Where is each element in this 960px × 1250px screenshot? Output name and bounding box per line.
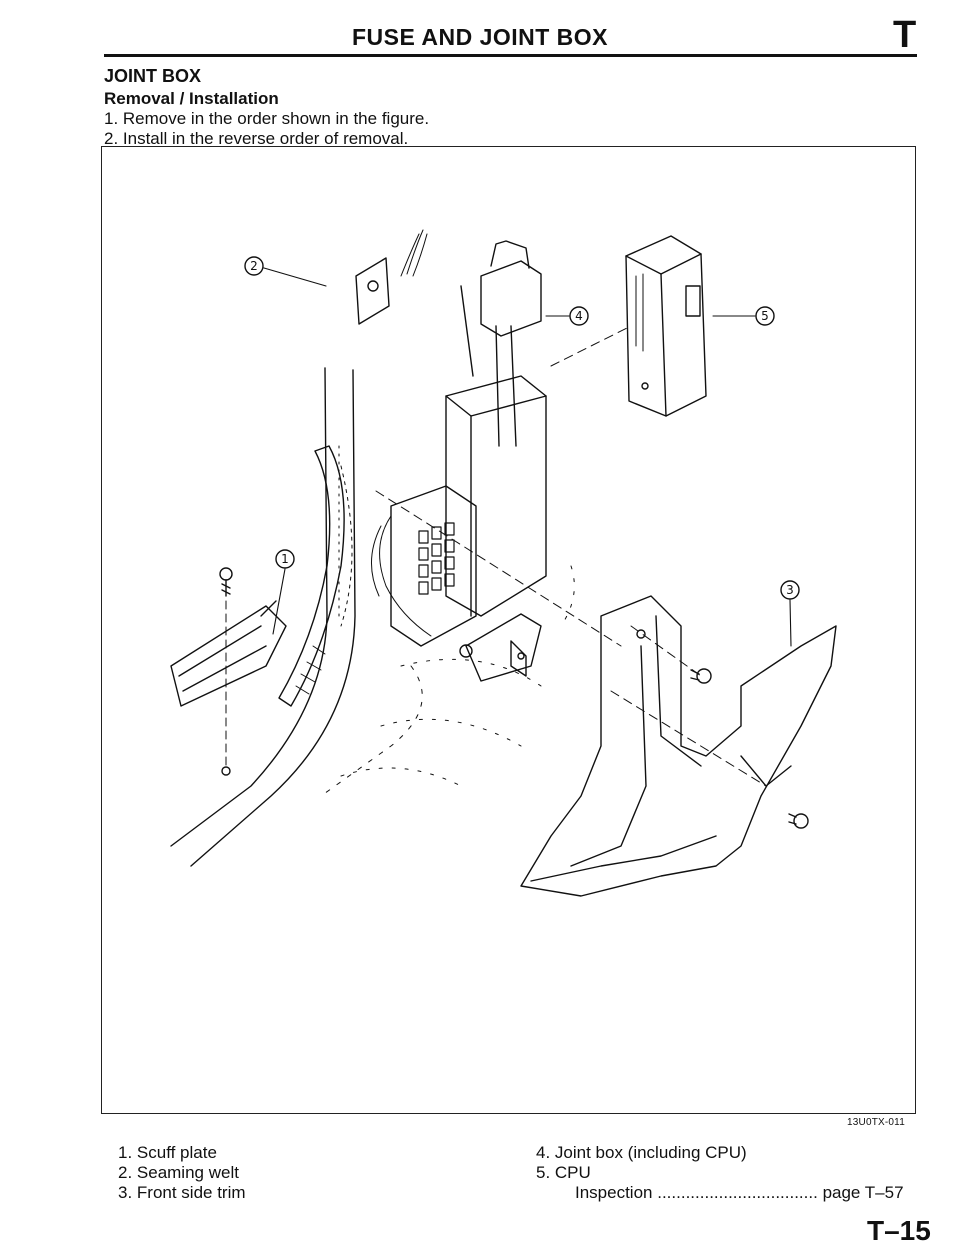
scuff-plate: [170, 600, 287, 707]
part-item-3: 3. Front side trim: [118, 1183, 246, 1202]
door-pillar: [170, 367, 423, 867]
parts-list-left: 1. Scuff plate 2. Seaming welt 3. Front …: [118, 1143, 246, 1203]
step-2: 2. Install in the reverse order of remov…: [104, 129, 409, 148]
inspection-reference: Inspection .............................…: [575, 1183, 904, 1203]
section-title: JOINT BOX: [104, 66, 202, 86]
exploded-view-illustration: 1 2 3 4 5: [170, 229, 837, 897]
step-1: 1. Remove in the order shown in the figu…: [104, 109, 430, 128]
seaming-welt: [278, 445, 353, 707]
cpu-module: [625, 235, 707, 417]
parts-list-right: 4. Joint box (including CPU) 5. CPU: [536, 1143, 747, 1183]
figure-code: 13U0TX-011: [847, 1117, 905, 1128]
page-header-title: FUSE AND JOINT BOX: [351, 24, 609, 50]
assembly-lines: [375, 325, 767, 787]
front-side-trim: [520, 595, 837, 897]
callout-label-1: 1: [281, 552, 289, 566]
callout-2: [244, 256, 264, 276]
page-number: T–15: [867, 1215, 931, 1246]
part-item-5: 5. CPU: [536, 1163, 591, 1182]
callout-4: [569, 306, 589, 326]
procedure-title: Removal / Installation: [104, 89, 279, 108]
part-item-2: 2. Seaming welt: [118, 1163, 239, 1182]
trim-screws: [690, 668, 809, 829]
callout-markers: [244, 256, 800, 600]
mount-bracket: [355, 257, 390, 325]
callout-label-3: 3: [786, 583, 794, 597]
callout-leaders: [263, 267, 792, 647]
header-rule: [104, 54, 917, 57]
figure-frame: [101, 146, 916, 1114]
callout-3: [780, 580, 800, 600]
part-item-4: 4. Joint box (including CPU): [536, 1143, 747, 1162]
inspection-leader: ..................................: [657, 1183, 818, 1202]
scuff-screw: [219, 567, 233, 776]
inspection-page-link[interactable]: page T–57: [822, 1183, 904, 1202]
callout-5: [755, 306, 775, 326]
part-item-1: 1. Scuff plate: [118, 1143, 217, 1162]
floor-shading: [340, 565, 575, 787]
callout-label-4: 4: [575, 309, 583, 323]
joint-box: [370, 229, 547, 682]
section-letter: T: [893, 14, 917, 56]
callout-label-2: 2: [250, 259, 258, 273]
callout-label-5: 5: [761, 309, 769, 323]
inspection-label: Inspection: [575, 1183, 653, 1202]
callout-1: [275, 549, 295, 569]
